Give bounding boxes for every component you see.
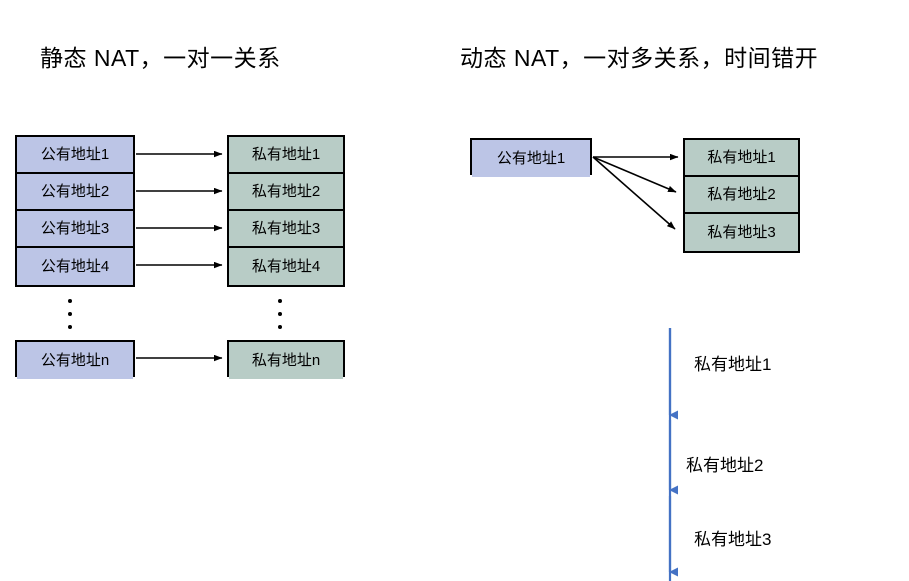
private-address-cell: 私有地址1 <box>685 140 798 177</box>
public-address-cell: 公有地址3 <box>17 211 133 248</box>
public-address-n-box: 公有地址n <box>15 340 135 379</box>
public-address-cell: 公有地址n <box>17 342 133 379</box>
timeline-label: 私有地址3 <box>694 530 772 549</box>
private-address-cell: 私有地址4 <box>229 248 343 285</box>
public-address-cell: 公有地址1 <box>472 140 590 177</box>
dynamic-nat-title: 动态 NAT，一对多关系，时间错开 <box>460 45 819 71</box>
private-address-cell: 私有地址2 <box>229 174 343 211</box>
dynamic-public-address-box: 公有地址1 <box>470 138 592 177</box>
private-address-cell: 私有地址1 <box>229 137 343 174</box>
dynamic-mapping-arrows <box>592 153 679 230</box>
static-mapping-arrows <box>136 150 223 362</box>
public-address-cell: 公有地址2 <box>17 174 133 211</box>
public-address-stack: 公有地址1 公有地址2 公有地址3 公有地址4 <box>15 135 135 287</box>
public-address-cell: 公有地址4 <box>17 248 133 285</box>
private-address-cell: 私有地址3 <box>229 211 343 248</box>
private-address-cell: 私有地址2 <box>685 177 798 214</box>
public-stack-ellipsis-icon <box>68 299 72 329</box>
private-address-cell: 私有地址3 <box>685 214 798 251</box>
dynamic-private-address-stack: 私有地址1 私有地址2 私有地址3 <box>683 138 800 253</box>
private-stack-ellipsis-icon <box>278 299 282 329</box>
private-address-n-box: 私有地址n <box>227 340 345 379</box>
static-nat-title: 静态 NAT，一对一关系 <box>40 45 281 71</box>
private-address-cell: 私有地址n <box>229 342 343 379</box>
private-address-stack: 私有地址1 私有地址2 私有地址3 私有地址4 <box>227 135 345 287</box>
timeline-label: 私有地址1 <box>694 355 772 374</box>
public-address-cell: 公有地址1 <box>17 137 133 174</box>
timeline-label: 私有地址2 <box>686 456 764 475</box>
